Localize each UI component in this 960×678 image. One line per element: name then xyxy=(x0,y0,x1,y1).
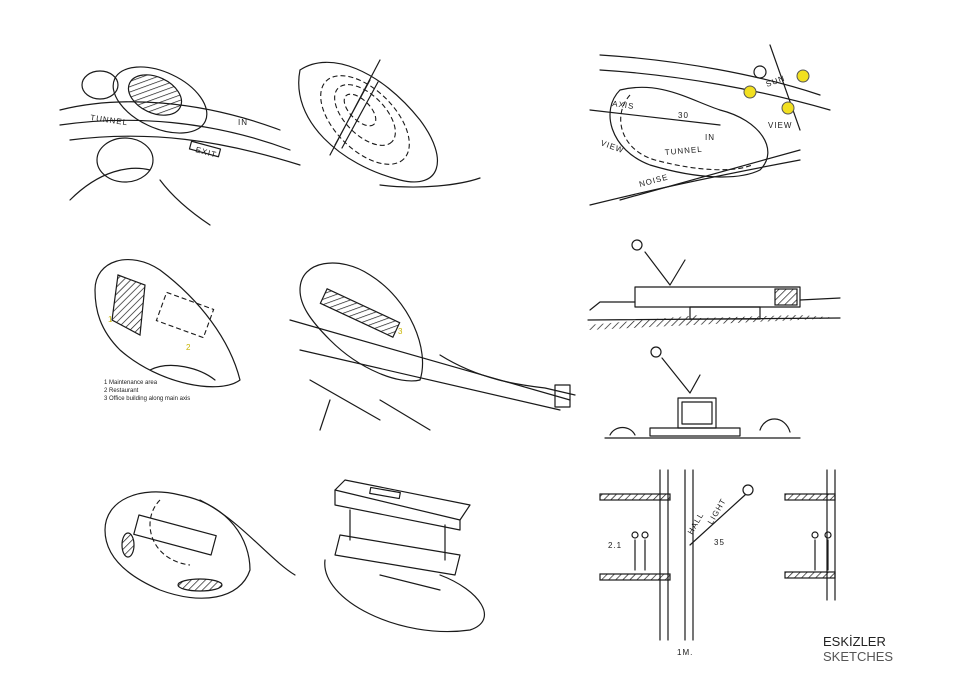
label-height: 2.1 xyxy=(608,541,622,550)
label-light: LIGHT xyxy=(706,497,728,526)
label-tunnel-2: TUNNEL xyxy=(664,145,703,157)
title-main: ESKİZLER xyxy=(823,634,886,649)
label-view: VIEW xyxy=(599,138,625,155)
sun-marker xyxy=(796,69,810,83)
sketch-site-plan: 3 xyxy=(289,262,576,431)
sketch-section-sun xyxy=(587,239,841,330)
legend-item: 3 Office building along main axis xyxy=(104,396,191,402)
plan-number-1: 1 xyxy=(108,315,113,324)
sketch-zoning-plan: 1 2 xyxy=(94,259,241,388)
label-in: IN xyxy=(238,118,248,127)
plan-number-3: 3 xyxy=(398,327,403,336)
plan-legend: 1 Maintenance area 2 Restaurant 3 Office… xyxy=(104,379,190,403)
label-angle: 30 xyxy=(678,111,689,120)
label-in-2: IN xyxy=(705,133,715,142)
legend-item: 1 Maintenance area xyxy=(104,380,158,386)
sheet-title: ESKİZLER SKETCHES xyxy=(823,634,893,664)
sketch-detail-sections: 2.1 HALL LIGHT 35 1M. xyxy=(599,469,836,657)
sketch-cross-section xyxy=(604,346,801,439)
sketch-contour xyxy=(298,59,481,188)
legend-item: 2 Restaurant xyxy=(104,388,139,394)
sun-marker xyxy=(781,101,795,115)
label-view-2: VIEW xyxy=(768,121,792,130)
label-axis: AXIS xyxy=(612,99,635,111)
label-module: 1M. xyxy=(677,648,693,657)
sketch-axonometric xyxy=(324,479,485,633)
sketch-site-analysis: AXIS VIEW NOISE SUN 30 VIEW TUNNEL IN xyxy=(589,44,831,206)
label-sun: SUN xyxy=(765,74,787,89)
label-hall: HALL xyxy=(686,511,706,536)
plan-number-2: 2 xyxy=(186,343,191,352)
label-angle-2: 35 xyxy=(714,538,725,547)
sketch-site-tunnel: TUNNEL IN EXIT xyxy=(59,66,301,226)
title-sub: SKETCHES xyxy=(823,649,894,664)
label-noise: NOISE xyxy=(638,172,669,188)
label-tunnel: TUNNEL xyxy=(90,113,129,127)
sketch-massing-plan xyxy=(104,491,296,599)
sun-marker xyxy=(743,85,757,99)
